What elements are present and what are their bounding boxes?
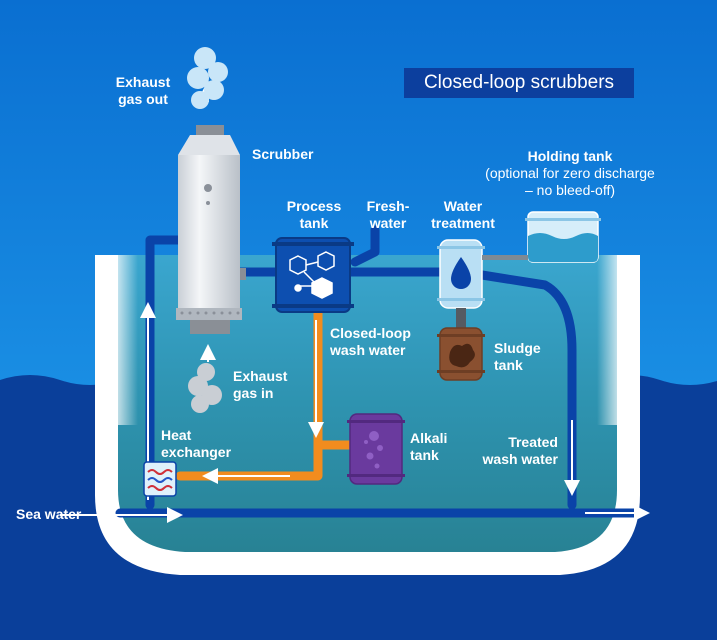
steam-cloud-icon	[188, 363, 222, 413]
label-line: Treated	[508, 434, 558, 450]
diagram-title: Closed-loop scrubbers	[404, 68, 634, 98]
label-line: gas in	[233, 385, 274, 401]
heat-exchanger	[143, 461, 177, 497]
label-line: Exhaust	[233, 368, 288, 384]
label-line: Exhaust	[115, 74, 171, 90]
label-line: (optional for zero discharge	[485, 165, 655, 181]
holding-tank	[482, 211, 601, 263]
label-line: tank	[299, 215, 329, 231]
label-line: tank	[494, 357, 523, 373]
label-line: Water	[443, 198, 483, 214]
label-sludge-tank: Sludge tank	[494, 340, 541, 374]
hull-highlight-left	[118, 255, 138, 425]
label-line: Process	[286, 198, 342, 214]
label-line: Sludge	[494, 340, 541, 356]
heat-waves-icon	[147, 469, 173, 491]
label-line: Holding tank	[527, 148, 613, 164]
label-line: tank	[410, 447, 439, 463]
label-line: Heat	[161, 427, 192, 443]
label-line: water	[369, 215, 407, 231]
label-line: treatment	[431, 215, 495, 231]
label-line: gas out	[118, 91, 168, 107]
bubbles-icon	[364, 431, 383, 469]
hexagon-molecule-icon	[289, 251, 335, 299]
sludge-blob-icon	[449, 343, 475, 368]
label-holding-tank: Holding tank (optional for zero discharg…	[455, 148, 685, 199]
label-exhaust-gas-out: Exhaust gas out	[112, 74, 174, 108]
label-fresh-water: Fresh- water	[362, 198, 414, 232]
label-water-treatment: Water treatment	[424, 198, 502, 232]
label-line: Closed-loop	[330, 325, 411, 341]
label-closed-loop-wash-water: Closed-loop wash water	[330, 325, 411, 359]
label-line: wash water	[330, 342, 406, 358]
water-drop-icon	[451, 257, 471, 289]
sludge-tank	[437, 327, 485, 381]
label-line: – no bleed-off)	[524, 182, 616, 198]
label-line: wash water	[482, 451, 558, 467]
process-tank	[272, 237, 354, 313]
steam-cloud-icon	[187, 47, 228, 109]
label-alkali-tank: Alkali tank	[410, 430, 447, 464]
scrubber-unit	[176, 125, 246, 334]
label-heat-exchanger: Heat exchanger	[161, 427, 231, 461]
label-sea-water: Sea water	[16, 506, 82, 522]
label-treated-wash-water: Treated wash water	[470, 434, 558, 468]
blue-pipes	[115, 225, 645, 518]
label-line: exchanger	[161, 444, 232, 460]
water-treatment-unit	[437, 239, 485, 328]
label-scrubber: Scrubber	[252, 146, 314, 162]
label-line: Fresh-	[366, 198, 410, 214]
label-line: Alkali	[410, 430, 448, 446]
alkali-tank	[347, 413, 405, 485]
hull-highlight-right	[597, 255, 617, 425]
label-process-tank: Process tank	[283, 198, 345, 232]
label-exhaust-gas-in: Exhaust gas in	[233, 368, 287, 402]
